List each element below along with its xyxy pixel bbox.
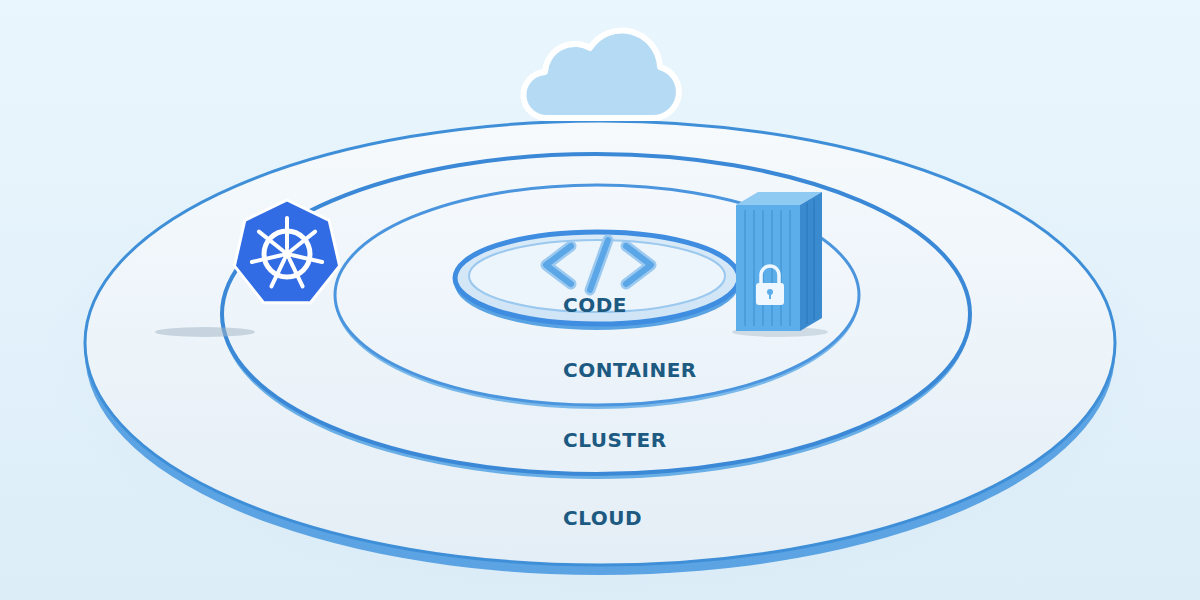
container-icon-part-part [813,199,815,320]
cloud-layer: CLOUD CLUSTER CONTAINER CODE [79,115,1121,581]
code-symbol-part [546,246,571,284]
disc-shadow [40,122,1160,598]
code-symbol [546,240,651,290]
kubernetes-logo-part-part [292,232,315,251]
code-symbol-part [626,246,651,284]
container-icon-part-part [744,210,746,326]
container-icon-part [800,192,822,331]
container-icon-part [745,210,790,326]
ring-surface [85,121,1115,565]
cluster-layer: CLUSTER CONTAINER CODE [216,148,976,485]
ring-surface [335,185,859,405]
container-icon-part [756,283,784,305]
container-icon-part [736,205,800,331]
ring-surface [222,154,970,474]
layer-label: CLOUD [563,506,642,530]
cloud-icon [523,30,678,118]
kubernetes-logo-part-part [271,259,284,286]
layer-label: CLUSTER [563,428,667,452]
kubernetes-logo [155,200,340,337]
kubernetes-logo-part [234,200,339,303]
kubernetes-logo-part [252,218,322,286]
container-icon-part-part [806,203,808,324]
container-icon-part-part [789,210,791,326]
container-icon [732,192,828,337]
code-symbol-part [546,246,571,284]
container-icon-part [769,293,771,299]
container-icon-part-part [753,210,755,326]
ring-surface [455,232,739,324]
container-icon-part [761,266,779,283]
kubernetes-logo-part [155,327,255,337]
container-icon-part-part [780,210,782,326]
code-symbol-part [626,246,651,284]
layer-label: CONTAINER [563,358,697,382]
kubernetes-logo-part-part [259,232,282,251]
code-symbol-part [590,240,608,290]
cloud-icon-part [523,30,678,118]
kubernetes-logo-part-part [252,255,281,262]
code-symbol-part [590,240,608,290]
kubernetes-logo-part-part [290,259,303,286]
layer-label: CODE [563,293,627,317]
container-icon-part [807,199,814,324]
kubernetes-logo-part-part [285,218,289,248]
kubernetes-logo-part-part [293,255,322,262]
